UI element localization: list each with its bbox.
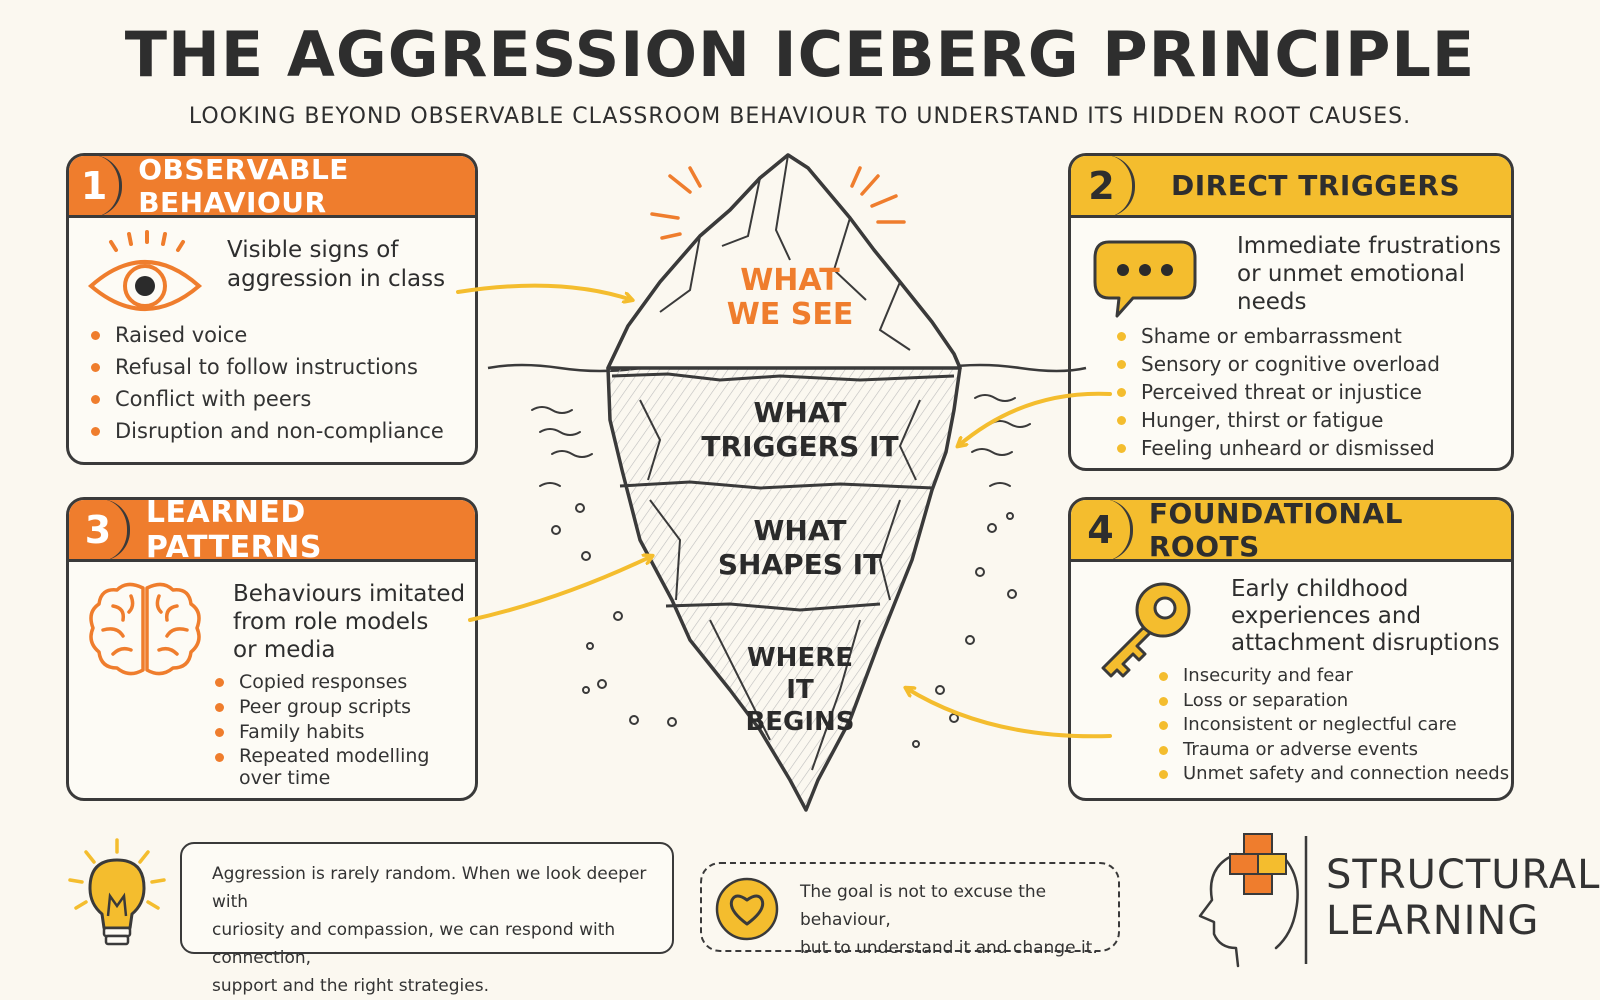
list-item: Inconsistent or neglectful care <box>1157 713 1509 738</box>
card-bullet-list: Raised voice Refusal to follow instructi… <box>89 319 444 447</box>
lightbulb-icon <box>68 838 166 946</box>
list-item: Repeated modelling over time <box>213 745 430 789</box>
bubbles <box>551 503 1017 748</box>
card-bullet-list: Shame or embarrassment Sensory or cognit… <box>1115 322 1440 462</box>
list-item: Refusal to follow instructions <box>89 351 444 383</box>
list-item: Conflict with peers <box>89 383 444 415</box>
card-heading: FOUNDATIONAL ROOTS <box>1148 497 1403 563</box>
sunburst-icon <box>650 166 906 240</box>
card-number: 1 <box>69 156 123 217</box>
card-lead: Visible signs of aggression in class <box>227 237 446 292</box>
iceberg-label-shapes: WHAT SHAPES IT <box>717 514 883 581</box>
key-icon <box>1101 582 1191 678</box>
list-item: Raised voice <box>89 319 444 351</box>
arrow-patterns <box>468 556 652 622</box>
card-learned-patterns: 3 LEARNED PATTERNS Behaviours imitated f… <box>66 497 478 801</box>
list-item: Sensory or cognitive overload <box>1115 350 1440 378</box>
list-item: Shame or embarrassment <box>1115 322 1440 350</box>
card-direct-triggers: 2 DIRECT TRIGGERS Immediate frustrations… <box>1068 153 1514 471</box>
list-item: Unmet safety and connection needs <box>1157 762 1509 787</box>
arrow-roots <box>906 688 1112 739</box>
card-number: 4 <box>1071 500 1133 561</box>
card-header: 3 LEARNED PATTERNS <box>69 497 475 565</box>
card-bullet-list: Insecurity and fear Loss or separation I… <box>1157 664 1509 787</box>
head-puzzle-icon <box>1198 833 1308 968</box>
card-number: 2 <box>1071 156 1135 217</box>
card-lead: Behaviours imitated from role models or … <box>233 581 466 663</box>
card-observable-behaviour: 1 OBSERVABLE BEHAVIOUR Visible signs of … <box>66 153 478 465</box>
card-lead: Early childhood experiences and attachme… <box>1231 576 1500 656</box>
iceberg-label-triggers: WHAT TRIGGERS IT <box>701 396 899 463</box>
list-item: Family habits <box>213 720 430 745</box>
list-item: Trauma or adverse events <box>1157 738 1509 763</box>
card-heading: OBSERVABLE BEHAVIOUR <box>138 153 349 219</box>
iceberg-label-begins: WHERE IT BEGINS <box>745 643 855 737</box>
card-bullet-list: Copied responses Peer group scripts Fami… <box>213 670 430 789</box>
summary-note: Aggression is rarely random. When we loo… <box>180 842 674 996</box>
brand-name: STRUCTURAL LEARNING <box>1326 852 1600 944</box>
list-item: Insecurity and fear <box>1157 664 1509 689</box>
goal-statement: The goal is not to excuse the behaviour,… <box>700 862 1120 958</box>
brain-icon <box>89 582 201 676</box>
card-header: 1 OBSERVABLE BEHAVIOUR <box>69 153 475 219</box>
list-item: Feeling unheard or dismissed <box>1115 434 1440 462</box>
list-item: Perceived threat or injustice <box>1115 378 1440 406</box>
page-subtitle: LOOKING BEYOND OBSERVABLE CLASSROOM BEHA… <box>188 104 1412 129</box>
list-item: Loss or separation <box>1157 689 1509 714</box>
list-item: Hunger, thirst or fatigue <box>1115 406 1440 434</box>
card-heading: LEARNED PATTERNS <box>145 497 322 565</box>
goal-text: The goal is not to excuse the behaviour,… <box>800 882 1098 958</box>
card-number: 3 <box>69 500 130 561</box>
card-foundational-roots: 4 FOUNDATIONAL ROOTS Early childhood exp… <box>1068 497 1514 801</box>
arrow-triggers <box>958 391 1112 446</box>
page-title: THE AGGRESSION ICEBERG PRINCIPLE <box>124 18 1476 91</box>
list-item: Peer group scripts <box>213 695 430 720</box>
arrow-observable <box>456 283 632 300</box>
card-heading: DIRECT TRIGGERS <box>1171 169 1461 202</box>
speech-bubble-icon <box>1093 240 1197 318</box>
list-item: Copied responses <box>213 670 430 695</box>
heart-icon <box>715 877 779 941</box>
list-item: Disruption and non-compliance <box>89 415 444 447</box>
iceberg-label-tip: WHAT WE SEE <box>726 263 854 332</box>
card-lead: Immediate frustrations or unmet emotiona… <box>1237 233 1502 315</box>
iceberg-tip <box>606 153 962 370</box>
eye-icon <box>87 230 203 311</box>
card-header: 2 DIRECT TRIGGERS <box>1071 156 1511 218</box>
card-header: 4 FOUNDATIONAL ROOTS <box>1071 497 1511 563</box>
